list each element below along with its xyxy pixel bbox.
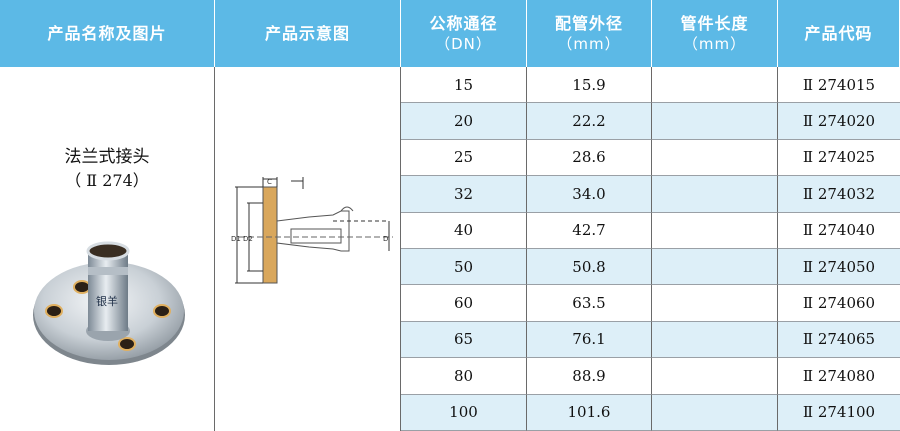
cell-code: Ⅱ 274032 bbox=[778, 176, 900, 213]
header-od-label: 配管外径 bbox=[554, 13, 623, 33]
product-code: （ Ⅱ 274） bbox=[65, 171, 149, 190]
cell-length bbox=[652, 285, 778, 322]
cell-length bbox=[652, 176, 778, 213]
cell-length bbox=[652, 67, 778, 104]
header-od-unit: （mm） bbox=[557, 34, 621, 53]
dim-d-label: D bbox=[383, 235, 388, 243]
flange-drawing: C D1 D2 D bbox=[231, 177, 393, 284]
cell-od: 63.5 bbox=[527, 285, 652, 322]
cell-code: Ⅱ 274060 bbox=[778, 285, 900, 322]
dim-d1-label: D1 bbox=[231, 235, 241, 243]
header-dn-label: 公称通径 bbox=[429, 13, 498, 33]
cell-dn: 60 bbox=[401, 285, 527, 322]
cell-length bbox=[652, 248, 778, 286]
header-length-label: 管件长度 bbox=[680, 13, 749, 33]
cell-od: 88.9 bbox=[527, 358, 652, 395]
cell-dn: 100 bbox=[401, 394, 527, 431]
flange-photo: 银羊 bbox=[33, 241, 185, 365]
cell-dn: 20 bbox=[401, 103, 527, 140]
header-name-label: 产品名称及图片 bbox=[47, 23, 167, 43]
cell-code: Ⅱ 274020 bbox=[778, 103, 900, 140]
diagram-cell: C D1 D2 D bbox=[215, 67, 401, 431]
cell-code: Ⅱ 274025 bbox=[778, 140, 900, 177]
cell-length bbox=[652, 212, 778, 249]
product-title: 法兰式接头 （ Ⅱ 274） bbox=[0, 145, 214, 193]
header-diagram: 产品示意图 bbox=[215, 0, 401, 67]
cell-od: 15.9 bbox=[527, 67, 652, 104]
header-length: 管件长度 （mm） bbox=[652, 0, 778, 67]
header-code: 产品代码 bbox=[778, 0, 900, 67]
cell-od: 42.7 bbox=[527, 212, 652, 249]
cell-code: Ⅱ 274050 bbox=[778, 248, 900, 286]
cell-dn: 80 bbox=[401, 358, 527, 395]
cell-dn: 25 bbox=[401, 139, 527, 177]
header-length-unit: （mm） bbox=[682, 34, 747, 53]
cell-dn: 40 bbox=[401, 212, 527, 249]
cell-od: 28.6 bbox=[527, 139, 652, 177]
cell-length bbox=[652, 358, 778, 395]
cell-length bbox=[652, 321, 778, 359]
cell-dn: 65 bbox=[401, 321, 527, 359]
cell-od: 76.1 bbox=[527, 321, 652, 359]
dim-d2-label: D2 bbox=[243, 235, 253, 243]
header-dn: 公称通径 （DN） bbox=[401, 0, 527, 67]
header-dn-unit: （DN） bbox=[435, 34, 492, 53]
photo-logo: 银羊 bbox=[96, 294, 118, 308]
cell-length bbox=[652, 394, 778, 431]
header-name: 产品名称及图片 bbox=[0, 0, 215, 67]
cell-code: Ⅱ 274080 bbox=[778, 358, 900, 395]
cell-code: Ⅱ 274100 bbox=[778, 394, 900, 431]
cell-dn: 32 bbox=[401, 176, 527, 213]
cell-od: 101.6 bbox=[527, 394, 652, 431]
cell-code: Ⅱ 274065 bbox=[778, 321, 900, 359]
product-cell: 法兰式接头 （ Ⅱ 274） bbox=[0, 67, 215, 431]
dim-c-label: C bbox=[267, 178, 272, 186]
cell-length bbox=[652, 103, 778, 140]
cell-length bbox=[652, 139, 778, 177]
header-diagram-label: 产品示意图 bbox=[264, 23, 350, 43]
cell-code: Ⅱ 274015 bbox=[778, 67, 900, 104]
cell-code: Ⅱ 274040 bbox=[778, 213, 900, 249]
cell-dn: 15 bbox=[401, 67, 527, 104]
cell-od: 50.8 bbox=[527, 248, 652, 286]
header-code-label: 产品代码 bbox=[804, 23, 873, 43]
cell-od: 22.2 bbox=[527, 103, 652, 140]
product-name: 法兰式接头 bbox=[64, 147, 150, 167]
cell-dn: 50 bbox=[401, 248, 527, 286]
header-od: 配管外径 （mm） bbox=[527, 0, 652, 67]
cell-od: 34.0 bbox=[527, 176, 652, 213]
